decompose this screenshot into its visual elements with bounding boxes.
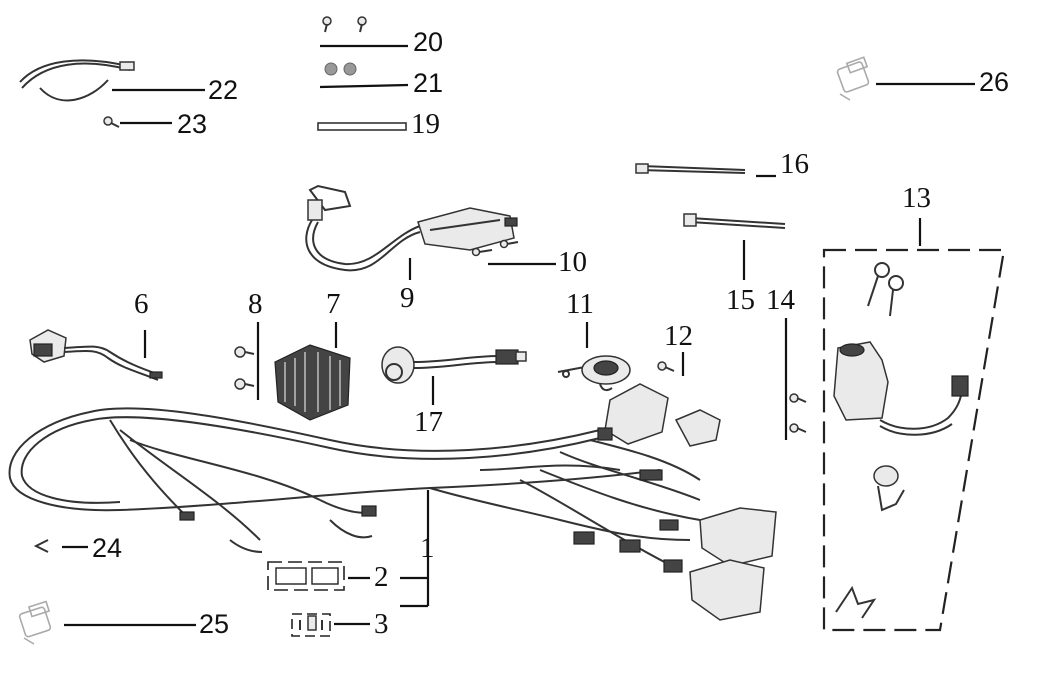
callout-12: 12 bbox=[664, 320, 693, 352]
callout-16: 16 bbox=[780, 148, 809, 180]
callout-10: 10 bbox=[558, 246, 587, 278]
callout-7: 7 bbox=[326, 288, 341, 320]
relay-part-26 bbox=[836, 56, 870, 101]
callout-24: 24 bbox=[92, 533, 123, 563]
callout-14: 14 bbox=[766, 284, 795, 316]
callout-25: 25 bbox=[199, 609, 230, 639]
callout-26: 26 bbox=[979, 67, 1010, 97]
strap-part-19 bbox=[317, 122, 407, 131]
callout-11: 11 bbox=[566, 288, 594, 320]
callout-1: 1 bbox=[420, 532, 435, 564]
bolts-part-14 bbox=[789, 393, 807, 433]
fuse-holder-part-2 bbox=[267, 561, 345, 591]
relay-part-25 bbox=[18, 600, 52, 645]
clips-part-21 bbox=[324, 62, 357, 76]
cable-tie-part-16 bbox=[635, 163, 746, 174]
wiring-harness-part-1 bbox=[8, 383, 777, 621]
ignition-coil-part-9 bbox=[305, 184, 518, 272]
cable-part-22 bbox=[19, 59, 135, 102]
bolts-part-8 bbox=[234, 346, 255, 390]
callout-19: 19 bbox=[411, 108, 440, 140]
brake-switch-part-6 bbox=[29, 329, 163, 381]
callout-15: 15 bbox=[726, 284, 755, 316]
callout-17: 17 bbox=[414, 406, 443, 438]
callout-3: 3 bbox=[374, 608, 389, 640]
screws-part-20 bbox=[322, 16, 367, 33]
callout-2: 2 bbox=[374, 561, 389, 593]
regulator-part-7 bbox=[274, 344, 351, 421]
screw-part-12 bbox=[657, 361, 675, 372]
horn-part-11 bbox=[557, 355, 631, 392]
leader-line-21 bbox=[319, 83, 409, 89]
starter-relay-part-17 bbox=[381, 346, 527, 384]
clip-part-24 bbox=[33, 539, 49, 553]
callout-21: 21 bbox=[413, 68, 444, 98]
callout-8: 8 bbox=[248, 288, 263, 320]
callout-22: 22 bbox=[208, 75, 239, 105]
callout-23: 23 bbox=[177, 109, 208, 139]
cable-tie-part-15 bbox=[683, 213, 786, 229]
fuse-part-3 bbox=[291, 613, 331, 637]
callout-9: 9 bbox=[400, 282, 415, 314]
callout-20: 20 bbox=[413, 27, 444, 57]
lock-set-part-13 bbox=[822, 248, 1006, 632]
callout-13: 13 bbox=[902, 182, 931, 214]
callout-6: 6 bbox=[134, 288, 149, 320]
coil-bolts-part-10 bbox=[471, 239, 519, 257]
screw-part-23 bbox=[103, 116, 120, 128]
